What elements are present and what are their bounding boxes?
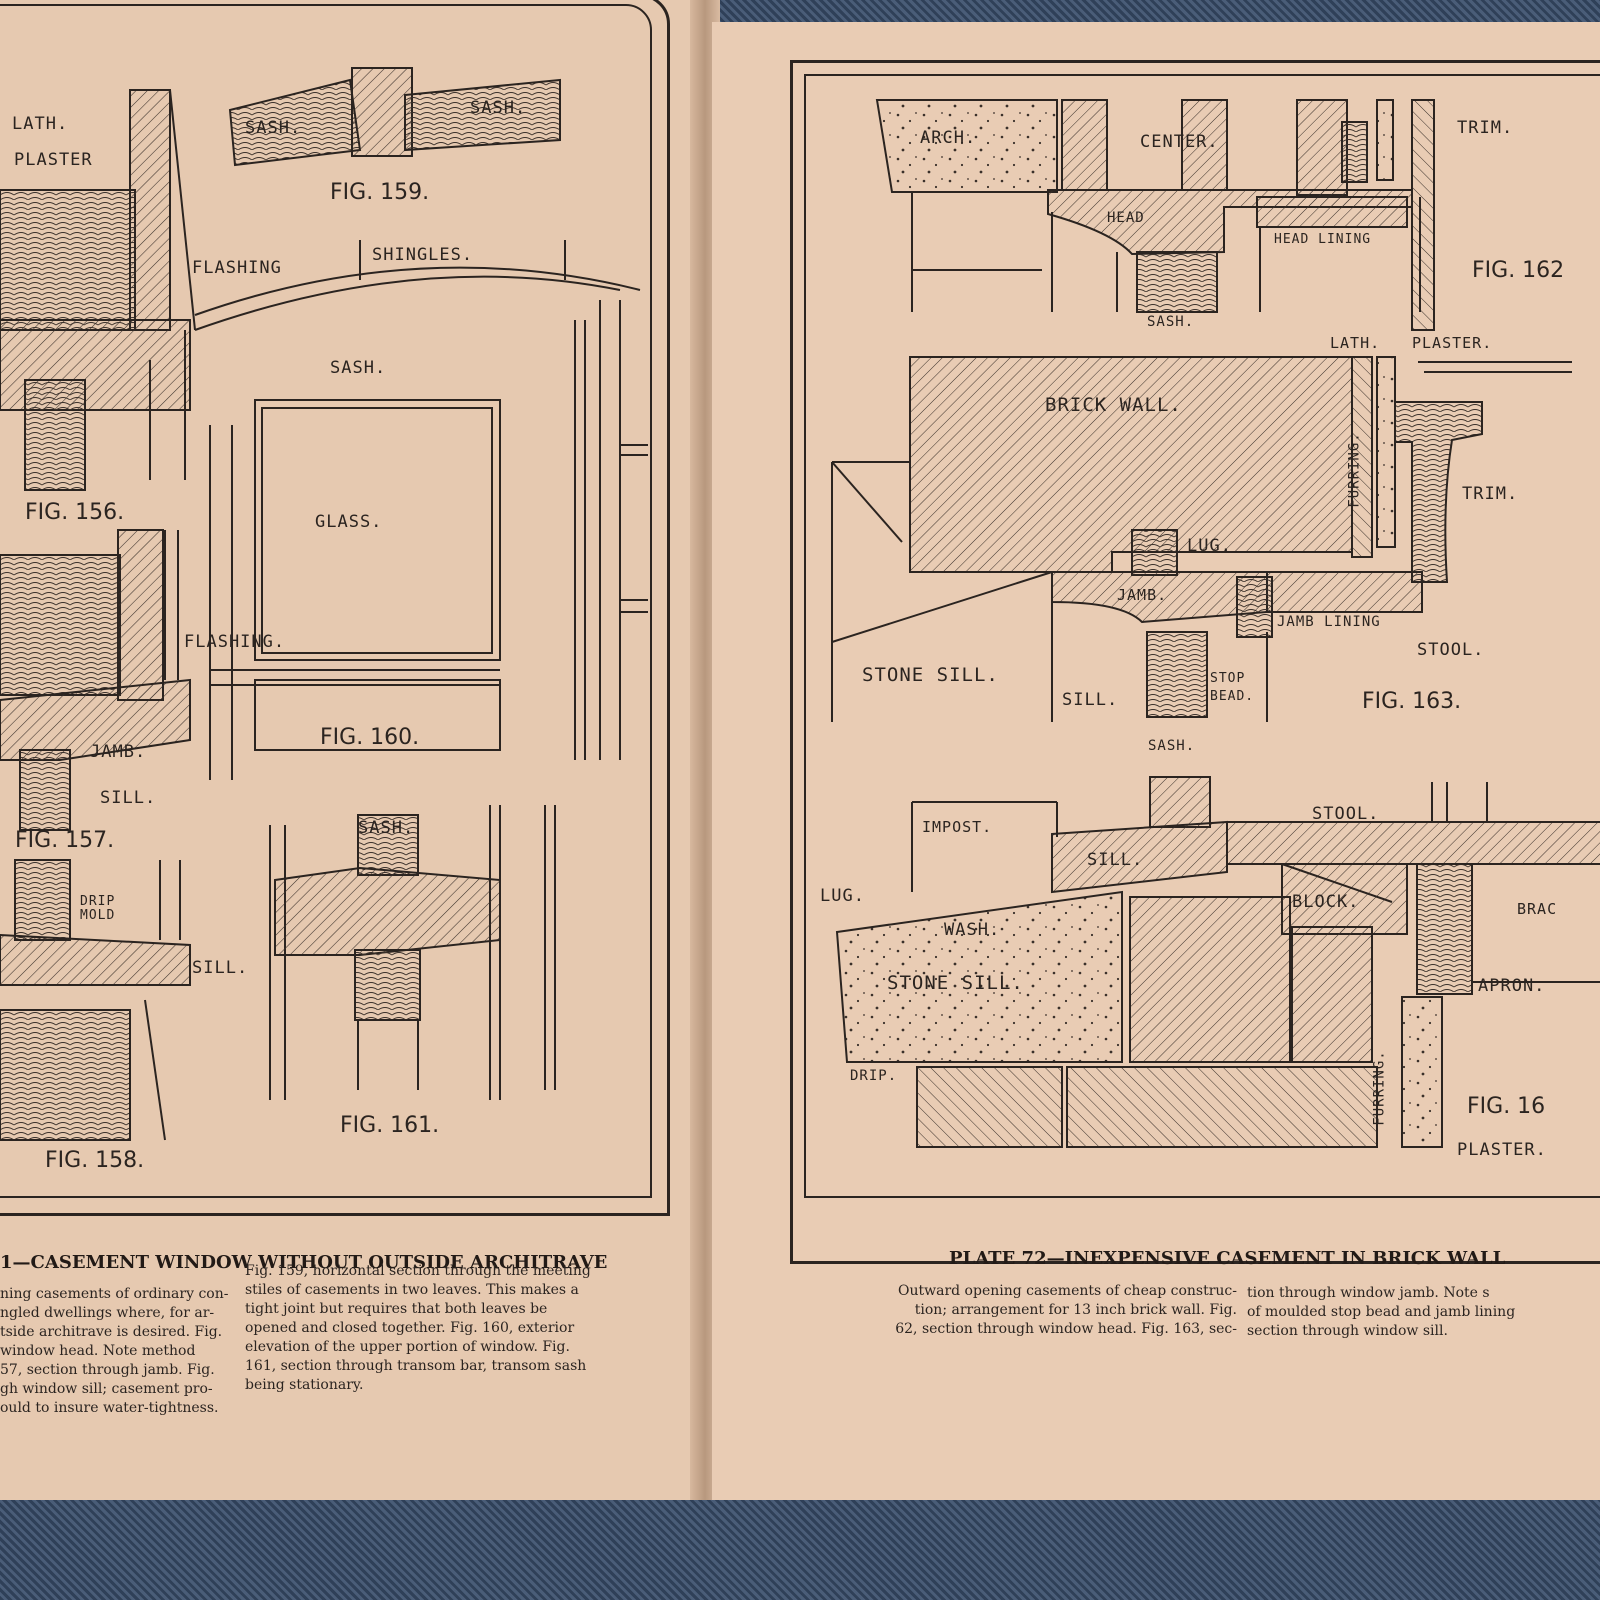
caption-line: of moulded stop bead and jamb lining xyxy=(1247,1304,1516,1320)
right-plate-inner-frame xyxy=(804,74,1600,1198)
wash-label: WASH. xyxy=(944,920,1001,940)
sash-label: SASH. xyxy=(470,98,527,118)
sill-label: SILL. xyxy=(1062,690,1119,710)
figure-164-label: FIG. 16 xyxy=(1467,1094,1546,1119)
sill-label: SILL. xyxy=(192,958,249,978)
caption-line: 57, section through jamb. Fig. xyxy=(0,1362,215,1378)
sash-label: SASH. xyxy=(1148,738,1196,754)
right-caption-column-2: tion through window jamb. Note s of moul… xyxy=(1247,1284,1600,1341)
figure-163-label: FIG. 163. xyxy=(1362,689,1462,714)
stool-label: STOOL. xyxy=(1312,804,1380,824)
drip-mold-label: DRIP MOLD xyxy=(80,894,116,923)
stone-sill-label: STONE SILL. xyxy=(862,664,999,686)
left-plate-inner-frame xyxy=(0,4,652,1198)
stop-bead-label: STOP BEAD. xyxy=(1210,671,1255,704)
caption-line: being stationary. xyxy=(245,1377,364,1393)
caption-line: tion through window jamb. Note s xyxy=(1247,1285,1490,1301)
caption-line: opened and closed together. Fig. 160, ex… xyxy=(245,1320,575,1336)
sill-label: SILL. xyxy=(100,788,157,808)
stool-label: STOOL. xyxy=(1417,640,1485,660)
lug-label: LUG. xyxy=(820,886,865,906)
left-plate-frame xyxy=(0,0,670,1216)
caption-line: elevation of the upper portion of window… xyxy=(245,1339,570,1355)
head-label: HEAD xyxy=(1107,210,1145,226)
furring-label: FURRING. xyxy=(1371,1050,1388,1126)
caption-line: tion; arrangement for 13 inch brick wall… xyxy=(914,1302,1237,1318)
block-label: BLOCK. xyxy=(1292,892,1360,912)
sash-label: SASH. xyxy=(330,358,387,378)
right-page: ARCH. CENTER. TRIM. HEAD HEAD LINING FIG… xyxy=(712,22,1600,1500)
brick-wall-label: BRICK WALL. xyxy=(1045,394,1182,416)
caption-line: section through window sill. xyxy=(1247,1323,1448,1339)
lug-label: LUG. xyxy=(1187,536,1232,556)
caption-line: Fig. 159, horizontal section through the… xyxy=(245,1263,591,1279)
left-caption-column-1: ning casements of ordinary con- ngled dw… xyxy=(0,1285,228,1418)
caption-line: window head. Note method xyxy=(0,1343,196,1359)
right-plate-frame xyxy=(790,60,1600,1264)
plaster-label: PLASTER. xyxy=(1412,334,1493,352)
jamb-label: JAMB. xyxy=(90,742,147,762)
figure-161-label: FIG. 161. xyxy=(340,1113,440,1138)
caption-line: gh window sill; casement pro- xyxy=(0,1381,213,1397)
caption-line: ngled dwellings where, for ar- xyxy=(0,1305,215,1321)
caption-line: 62, section through window head. Fig. 16… xyxy=(895,1321,1237,1337)
caption-line: stiles of casements in two leaves. This … xyxy=(245,1282,579,1298)
figure-160-label: FIG. 160. xyxy=(320,725,420,750)
jamb-label: JAMB. xyxy=(1117,586,1168,604)
plaster-label: PLASTER. xyxy=(1457,1140,1547,1160)
caption-line: ould to insure water-tightness. xyxy=(0,1400,219,1416)
sash-label: SASH. xyxy=(245,118,302,138)
stone-sill-label: STONE SILL. xyxy=(887,972,1024,994)
jamb-lining-label: JAMB LINING xyxy=(1277,614,1381,630)
head-lining-label: HEAD LINING xyxy=(1274,232,1372,247)
sill-label: SILL. xyxy=(1087,850,1144,870)
figure-156-label: FIG. 156. xyxy=(25,500,125,525)
glass-label: GLASS. xyxy=(315,512,383,532)
right-caption-column-1: Outward opening casements of cheap const… xyxy=(817,1282,1237,1339)
left-page: LATH. PLASTER SASH. SASH. FIG. 159. FLAS… xyxy=(0,0,700,1500)
trim-label: TRIM. xyxy=(1462,484,1519,504)
bracket-label: BRAC xyxy=(1517,900,1558,918)
impost-label: IMPOST. xyxy=(922,818,993,836)
caption-line: ning casements of ordinary con- xyxy=(0,1286,228,1302)
lath-label: LATH. xyxy=(1330,334,1381,352)
figure-162-label: FIG. 162 xyxy=(1472,258,1565,283)
figure-159-label: FIG. 159. xyxy=(330,180,430,205)
flashing-label: FLASHING. xyxy=(184,632,286,652)
figure-158-label: FIG. 158. xyxy=(45,1148,145,1173)
right-plate-drawings xyxy=(831,99,1600,1148)
trim-label: TRIM. xyxy=(1457,118,1514,138)
left-plate-drawings xyxy=(0,67,648,1141)
apron-label: APRON. xyxy=(1478,976,1546,996)
arch-label: ARCH. xyxy=(920,128,977,148)
caption-line: tside architrave is desired. Fig. xyxy=(0,1324,223,1340)
plaster-label: PLASTER xyxy=(14,150,93,170)
shingles-label: SHINGLES. xyxy=(372,245,474,265)
caption-line: tight joint but requires that both leave… xyxy=(245,1301,548,1317)
right-plate-caption-title: PLATE 72—INEXPENSIVE CASEMENT IN BRICK W… xyxy=(949,1248,1506,1269)
left-caption-column-2: Fig. 159, horizontal section through the… xyxy=(245,1262,655,1395)
caption-line: Outward opening casements of cheap const… xyxy=(898,1283,1237,1299)
lath-label: LATH. xyxy=(12,114,69,134)
flashing-label: FLASHING xyxy=(192,258,282,278)
figure-157-label: FIG. 157. xyxy=(15,828,115,853)
furring-label: FURRING. xyxy=(1346,432,1363,508)
caption-line: 161, section through transom bar, transo… xyxy=(245,1358,587,1374)
sash-label: SASH. xyxy=(358,818,415,838)
drip-label: DRIP. xyxy=(850,1068,898,1084)
sash-label: SASH. xyxy=(1147,314,1195,330)
center-label: CENTER. xyxy=(1140,132,1219,152)
left-plate-caption-title: 1—CASEMENT WINDOW WITHOUT OUTSIDE ARCHIT… xyxy=(0,1252,608,1273)
